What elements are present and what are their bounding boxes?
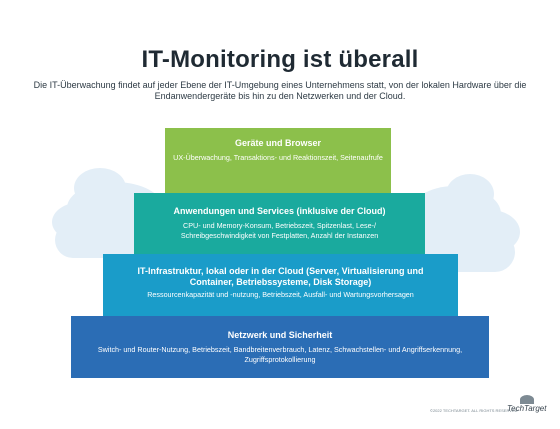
brand-logo-text: TechTarget [507, 404, 547, 413]
tier-description: UX-Überwachung, Transaktions- und Reakti… [173, 153, 383, 162]
page-subtitle: Die IT-Überwachung findet auf jeder Eben… [33, 80, 527, 101]
tier-it-infrastructure: IT-Infrastruktur, lokal oder in der Clou… [103, 254, 458, 318]
copyright-text: ©2022 TECHTARGET. ALL RIGHTS RESERVED [430, 408, 518, 413]
tier-devices-browser: Geräte und Browser UX-Überwachung, Trans… [165, 128, 391, 194]
page-title: IT-Monitoring ist überall [141, 46, 419, 73]
tier-network-security: Netzwerk und Sicherheit Switch- und Rout… [71, 316, 489, 378]
tier-heading: Anwendungen und Services (inklusive der … [173, 206, 386, 216]
tier-heading: Geräte und Browser [234, 138, 322, 148]
tier-heading: IT-Infrastruktur, lokal oder in der Clou… [137, 266, 424, 287]
tier-description: CPU- und Memory-Konsum, Betriebszeit, Sp… [180, 221, 379, 240]
tier-heading: Netzwerk und Sicherheit [227, 330, 333, 340]
tier-description: Ressourcenkapazität und -nutzung, Betrie… [147, 290, 414, 299]
tier-applications-services: Anwendungen und Services (inklusive der … [134, 193, 425, 255]
techtarget-logo-icon [520, 395, 534, 404]
tier-description: Switch- und Router-Nutzung, Betriebszeit… [97, 345, 463, 364]
